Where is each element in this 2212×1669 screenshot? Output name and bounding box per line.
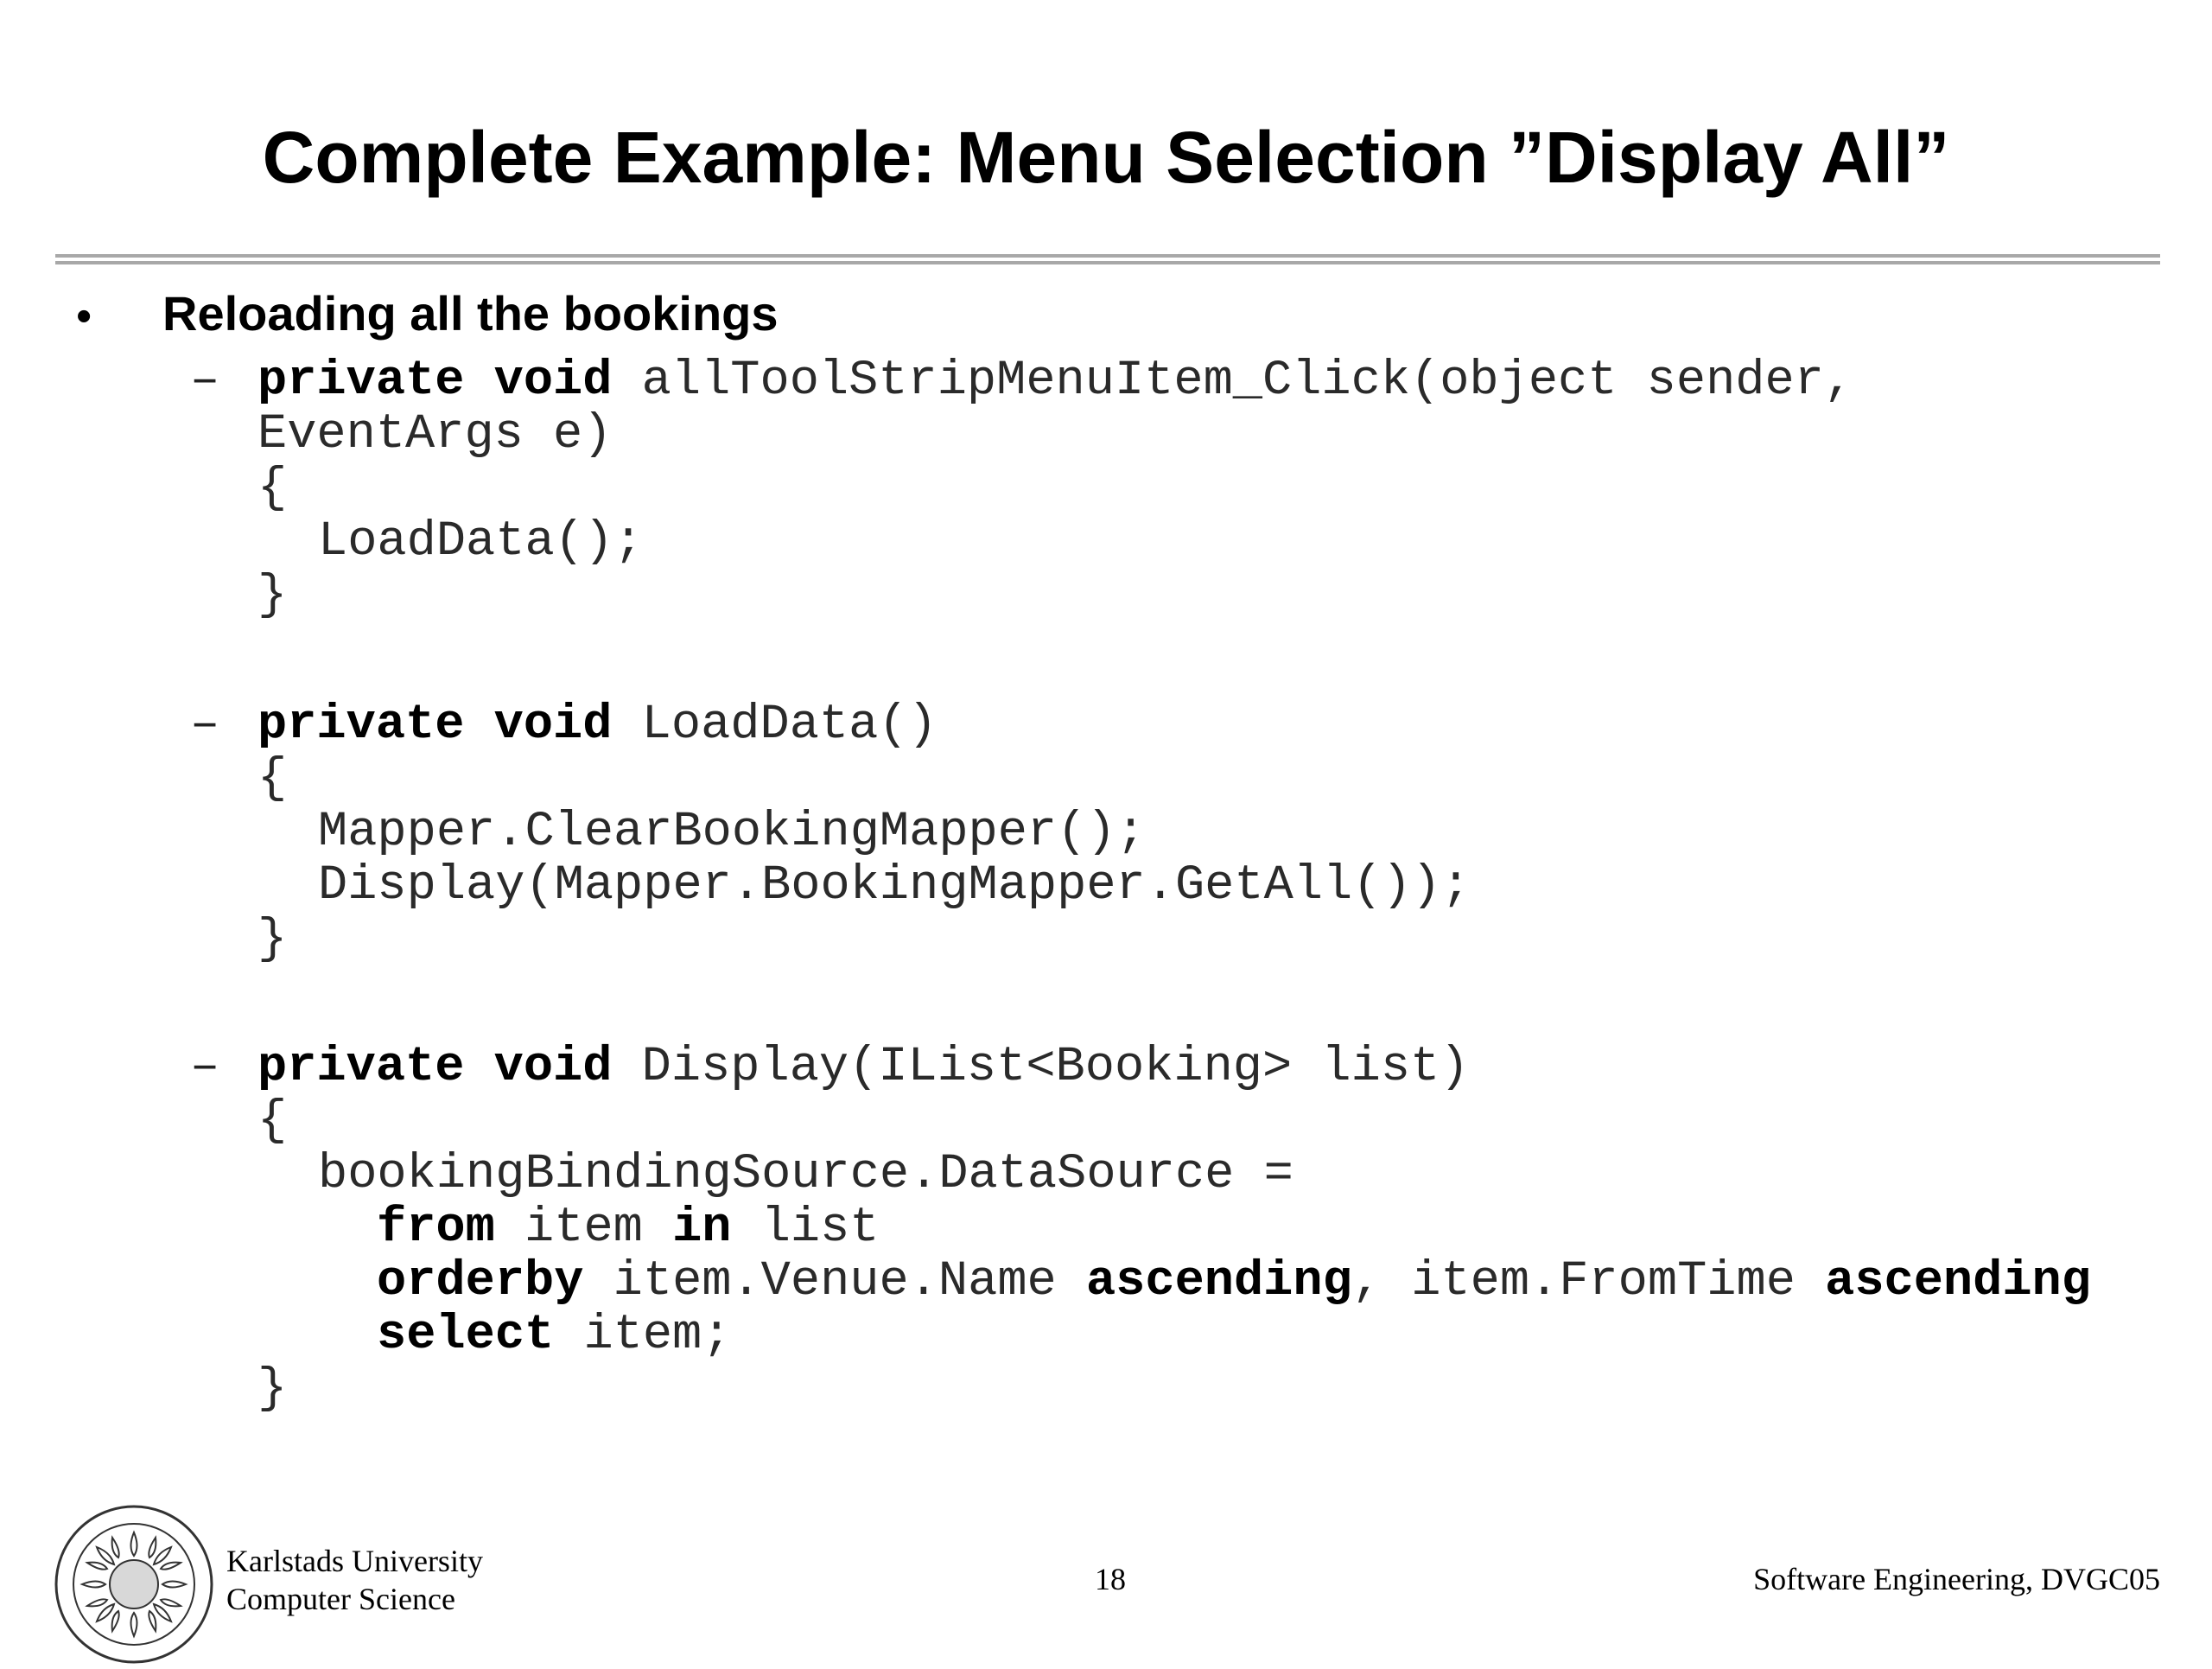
code-text: Display(IList<Booking> list) <box>612 1040 1470 1095</box>
code-line: { <box>257 461 288 516</box>
code-text: allToolStripMenuItem_Click(object sender… <box>612 354 1854 409</box>
code-line: { <box>257 1093 288 1149</box>
title-divider-top <box>55 254 2160 258</box>
code-keyword: orderby <box>377 1254 584 1309</box>
code-line: EventArgs e) <box>257 407 613 462</box>
dash-marker: – <box>190 354 220 409</box>
footer-university-name: Karlstads University <box>226 1544 483 1578</box>
title-divider-bottom <box>55 261 2160 264</box>
code-text: item; <box>554 1308 732 1363</box>
code-keyword: in <box>672 1201 732 1256</box>
code-keyword: ascending <box>1085 1254 1352 1309</box>
code-line: from item in list <box>377 1201 880 1255</box>
slide-title: Complete Example: Menu Selection ”Displa… <box>262 117 1950 198</box>
bullet-text: Reloading all the bookings <box>162 286 779 341</box>
code-line: } <box>257 912 288 967</box>
code-line: LoadData(); <box>318 514 644 570</box>
code-keyword: from <box>377 1201 495 1256</box>
code-keyword: private void <box>257 698 613 753</box>
footer-department: Computer Science <box>226 1582 455 1616</box>
code-line: private void LoadData() <box>257 698 938 752</box>
code-text: , item.FromTime <box>1351 1254 1826 1309</box>
footer-course: Software Engineering, DVGC05 <box>1753 1562 2160 1596</box>
code-text: LoadData() <box>612 698 938 753</box>
code-line: { <box>257 751 288 806</box>
code-keyword: private void <box>257 354 613 409</box>
code-keyword: select <box>377 1308 555 1363</box>
code-line: } <box>257 568 288 623</box>
code-text: list <box>731 1201 880 1256</box>
code-line: Mapper.ClearBookingMapper(); <box>318 805 1146 860</box>
code-line: private void Display(IList<Booking> list… <box>257 1041 1469 1094</box>
code-keyword: private void <box>257 1040 613 1095</box>
code-text: item.Venue.Name <box>583 1254 1086 1309</box>
code-line: } <box>257 1361 288 1417</box>
code-line: select item; <box>377 1309 731 1362</box>
code-keyword: ascending <box>1825 1254 2091 1309</box>
page-number: 18 <box>1095 1562 1126 1596</box>
footer-university: Karlstads University Computer Science <box>226 1542 483 1618</box>
code-line: bookingBindingSource.DataSource = <box>318 1147 1294 1202</box>
code-line: orderby item.Venue.Name ascending, item.… <box>377 1255 2091 1309</box>
university-seal-icon <box>54 1504 214 1665</box>
code-line: private void allToolStripMenuItem_Click(… <box>257 354 1853 408</box>
code-line: Display(Mapper.BookingMapper.GetAll()); <box>318 858 1471 914</box>
dash-marker: – <box>190 1040 220 1095</box>
code-text: item <box>494 1201 673 1256</box>
bullet-marker: • <box>76 291 92 341</box>
dash-marker: – <box>190 698 220 753</box>
